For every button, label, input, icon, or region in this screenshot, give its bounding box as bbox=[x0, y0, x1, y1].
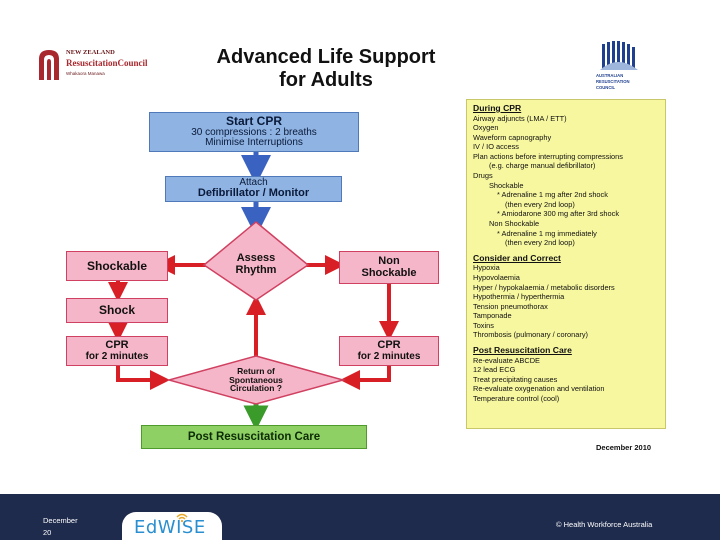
during-item: Drugs bbox=[473, 171, 493, 181]
during-item: Shockable bbox=[489, 180, 524, 190]
rosc-line-1: Return of bbox=[237, 365, 275, 376]
arrow-cpr-right-to-rosc bbox=[340, 366, 391, 390]
cpr-left-box: CPR for 2 minutes bbox=[66, 336, 168, 366]
footer-copyright: © Health Workforce Australia bbox=[556, 520, 653, 529]
title-line-2: for Adults bbox=[279, 69, 373, 91]
non-shockable-line-2: Shockable bbox=[361, 266, 417, 279]
consider-item: Tension pneumothorax bbox=[473, 301, 548, 311]
start-cpr-minimise: Minimise Interruptions bbox=[205, 137, 303, 149]
edwise-logo-text: EdWISE bbox=[134, 517, 206, 538]
post-care-heading: Post Resuscitation Care bbox=[473, 345, 572, 356]
rosc-line-2: Spontaneous bbox=[229, 374, 283, 385]
info-panel: During CPR Airway adjuncts (LMA / ETT) O… bbox=[466, 99, 666, 429]
post-resuscitation-box: Post Resuscitation Care bbox=[141, 425, 367, 449]
footer-bar: December 20 EdWISE © Health Workforce Au… bbox=[0, 494, 720, 540]
consider-heading: Consider and Correct bbox=[473, 252, 561, 263]
arrow-cpr-left-to-rosc bbox=[116, 366, 170, 390]
consider-item: Toxins bbox=[473, 320, 494, 330]
cpr-left-title: CPR bbox=[105, 338, 129, 351]
assess-rhythm-diamond bbox=[202, 221, 310, 301]
non-shockable-line-1: Non bbox=[378, 254, 400, 267]
non-shockable-box: Non Shockable bbox=[339, 251, 439, 284]
during-item: * Amiodarone 300 mg after 3rd shock bbox=[497, 209, 620, 219]
during-item: Plan actions before interrupting compres… bbox=[473, 151, 623, 161]
during-item: IV / IO access bbox=[473, 142, 520, 152]
start-cpr-box: Start CPR 30 compressions : 2 breaths Mi… bbox=[149, 112, 359, 152]
title-line-1: Advanced Life Support bbox=[216, 46, 436, 68]
arc-logo-line-1: AUSTRALIAN bbox=[596, 73, 624, 78]
consider-item: Hypoxia bbox=[473, 263, 500, 273]
shockable-box: Shockable bbox=[66, 251, 168, 281]
consider-item: Hypothermia / hyperthermia bbox=[473, 292, 565, 302]
during-item: (then every 2nd loop) bbox=[505, 238, 575, 248]
rosc-diamond bbox=[166, 355, 346, 405]
during-item: Airway adjuncts (LMA / ETT) bbox=[473, 113, 567, 123]
arc-logo-line-3: COUNCIL bbox=[596, 85, 616, 90]
consider-item: Thrombosis (pulmonary / coronary) bbox=[473, 330, 589, 340]
cpr-right-title: CPR bbox=[377, 338, 401, 351]
nzrc-emblem-icon bbox=[39, 50, 59, 80]
assess-line-1: Assess bbox=[236, 252, 276, 265]
nzrc-logo-line-3: Whakaora Manawa bbox=[66, 71, 105, 76]
during-item: Oxygen bbox=[473, 123, 499, 133]
during-item: (then every 2nd loop) bbox=[505, 199, 575, 209]
arc-logo-line-2: RESUSCITATION bbox=[596, 79, 630, 84]
post-resuscitation-label: Post Resuscitation Care bbox=[187, 430, 321, 443]
during-item: (e.g. charge manual defibrillator) bbox=[489, 161, 596, 171]
cpr-right-box: CPR for 2 minutes bbox=[339, 336, 439, 366]
during-cpr-heading: During CPR bbox=[473, 103, 522, 113]
during-item: * Adrenaline 1 mg immediately bbox=[497, 228, 597, 238]
assess-line-2: Rhythm bbox=[235, 264, 277, 276]
rosc-label: Return of Spontaneous Circulation ? bbox=[206, 362, 306, 398]
consider-item: Hyper / hypokalaemia / metabolic disorde… bbox=[473, 282, 615, 292]
attach-defibrillator-box: Attach Defibrillator / Monitor bbox=[165, 176, 342, 202]
consider-item: Hypovolaemia bbox=[473, 272, 520, 282]
assess-rhythm-label: Assess Rhythm bbox=[214, 246, 298, 284]
footer-date-line-1: December bbox=[43, 516, 78, 525]
footer-date-line-2: 20 bbox=[43, 528, 52, 537]
post-care-item: Re-evaluate oxygenation and ventilation bbox=[473, 384, 605, 394]
nzrc-logo-line-2: ResuscitationCouncil bbox=[66, 58, 148, 68]
post-care-item: Temperature control (cool) bbox=[473, 393, 560, 403]
post-care-item: Re-evaluate ABCDE bbox=[473, 355, 540, 365]
during-item: Non Shockable bbox=[489, 219, 540, 229]
panel-date: December 2010 bbox=[596, 443, 652, 452]
cpr-left-sub: for 2 minutes bbox=[85, 350, 149, 362]
arc-emblem-icon bbox=[600, 41, 638, 70]
start-cpr-ratio: 30 compressions : 2 breaths bbox=[191, 126, 317, 138]
cpr-right-sub: for 2 minutes bbox=[357, 350, 421, 362]
attach-line-1: Attach bbox=[239, 176, 268, 188]
arc-logo: AUSTRALIAN RESUSCITATION COUNCIL bbox=[594, 40, 664, 94]
start-cpr-title: Start CPR bbox=[225, 114, 282, 129]
wifi-signal-icon bbox=[176, 513, 188, 522]
post-care-item: 12 lead ECG bbox=[473, 365, 516, 375]
attach-line-2: Defibrillator / Monitor bbox=[197, 187, 310, 200]
consider-item: Tamponade bbox=[473, 311, 512, 321]
nzrc-logo: NEW ZEALAND ResuscitationCouncil Whakaor… bbox=[36, 44, 176, 84]
edwise-logo: EdWISE bbox=[122, 512, 222, 540]
shockable-label: Shockable bbox=[86, 258, 148, 273]
shock-label: Shock bbox=[98, 303, 135, 318]
shock-box: Shock bbox=[66, 298, 168, 323]
rosc-line-3: Circulation ? bbox=[230, 383, 282, 394]
page-title: Advanced Life Support for Adults bbox=[180, 46, 472, 92]
nzrc-logo-line-1: NEW ZEALAND bbox=[66, 49, 115, 56]
during-item: * Adrenaline 1 mg after 2nd shock bbox=[497, 190, 608, 200]
post-care-item: Treat precipitating causes bbox=[473, 374, 558, 384]
during-item: Waveform capnography bbox=[473, 132, 552, 142]
